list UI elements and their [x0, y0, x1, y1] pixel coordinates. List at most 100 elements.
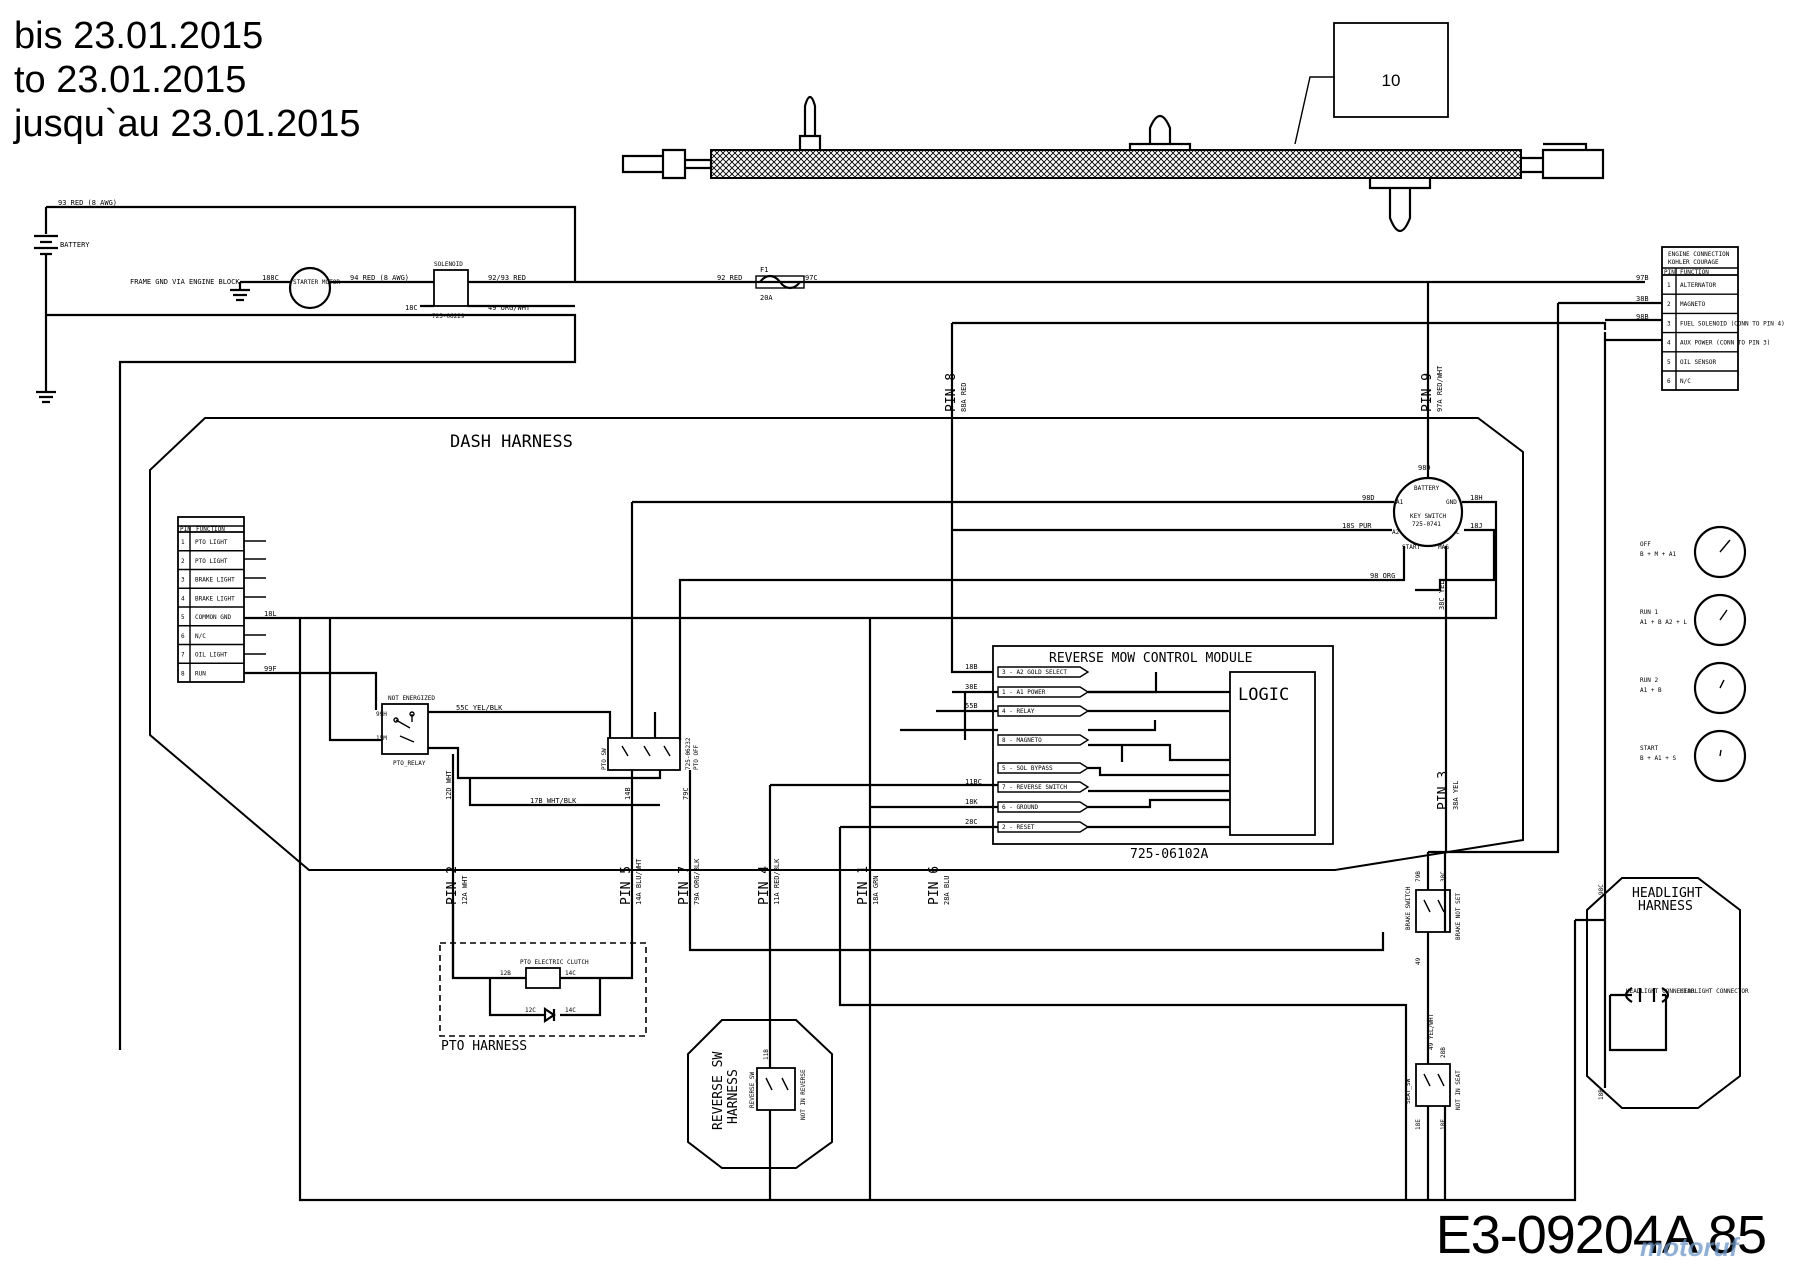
dash-row-function: OIL LIGHT	[195, 652, 228, 659]
wire-88a-label: 88A RED	[960, 382, 968, 412]
wire-97b-label: 97B	[1636, 274, 1649, 282]
wire-18e-label: 18E	[1415, 1119, 1422, 1130]
pto-clutch: PTO ELECTRIC CLUTCH 12B 14C	[500, 959, 589, 989]
wire-12d-label: 12D WHT	[445, 770, 453, 800]
wire-188c-label: 188C	[262, 274, 279, 282]
key-position-dial	[1693, 729, 1747, 783]
wire-18f-label: 18F	[1440, 1119, 1447, 1130]
engine-row-pin: 4	[1667, 340, 1671, 347]
wire-97c-label: 97C	[805, 274, 818, 282]
drawing-code: E3-09204A 85	[1435, 1205, 1767, 1265]
pin-4-label: PIN 4	[757, 866, 772, 905]
wire-38yel-label: 38C YEL	[1438, 580, 1446, 610]
key-position-pointer	[1719, 539, 1731, 553]
svg-text:MAG: MAG	[1438, 544, 1449, 551]
headlight-connectors: HEADLIGHT CONNECTOR HEADLIGHT CONNECTOR	[1608, 987, 1749, 1052]
key-position-name: RUN 2	[1640, 677, 1658, 684]
pin-9-label: PIN 9	[1420, 373, 1435, 412]
wire-18l-label: 18L	[264, 610, 277, 618]
svg-text:GND: GND	[1446, 499, 1457, 506]
engine-table-head-fn: FUNCTION	[1680, 269, 1709, 276]
dash-row-pin: 7	[181, 652, 185, 659]
module-pin-connector	[997, 821, 1090, 833]
key-switch: BATTERY KEY SWITCH 725-0741 A1 GND A2 L …	[1392, 464, 1464, 551]
svg-text:A2: A2	[1392, 529, 1400, 536]
wire-49b-label: 49	[1415, 957, 1422, 965]
reverse-harness-outline	[687, 1019, 833, 1169]
engine-row-function: AUX POWER (CONN TO PIN 3)	[1680, 340, 1770, 347]
fuse-label: F1	[760, 266, 768, 274]
frame-gnd-label: FRAME GND VIA ENGINE BLOCK	[130, 278, 240, 286]
dash-row-function: COMMON GND	[195, 614, 232, 621]
key-position-combo: A1 + B A2 + L	[1640, 619, 1687, 626]
pto-switch: PTO SW 725-06232 PTO OFF	[601, 737, 700, 771]
engine-row-pin: 1	[1667, 282, 1671, 289]
revision-date-fr: jusqu`au 23.01.2015	[14, 103, 361, 145]
wire-55c-label: 55C YEL/BLK	[456, 704, 503, 712]
wire-12a-label: 12A WHT	[461, 875, 469, 905]
wire-28b-label: 28B	[1440, 1047, 1447, 1058]
not-reverse-label: NOT IN REVERSE	[800, 1069, 807, 1120]
pin-7-label: PIN 7	[677, 866, 692, 905]
module-title: REVERSE MOW CONTROL MODULE	[1049, 651, 1253, 666]
wire-9293-label: 92/93 RED	[488, 274, 526, 282]
engine-row-pin: 2	[1667, 301, 1671, 308]
revision-date-de: bis 23.01.2015	[14, 15, 264, 57]
wire-18b2-label: 18B	[1598, 1089, 1605, 1100]
module-pin-connector	[997, 686, 1090, 698]
wire-98d-label: 98D	[1418, 464, 1431, 472]
not-seat-label: NOT IN SEAT	[1455, 1070, 1462, 1110]
engine-row-function: ALTERNATOR	[1680, 282, 1717, 289]
module-pin-label: 6 - GROUND	[1002, 804, 1039, 811]
dash-row-pin: 2	[181, 558, 185, 565]
key-position-pointer	[1719, 679, 1725, 689]
reverse-harness-label-a: REVERSE SW	[711, 1052, 726, 1130]
headlight-harness-label-a: HEADLIGHT	[1632, 886, 1703, 901]
wire-18c-label: 18C	[405, 304, 418, 312]
starter-motor-symbol	[288, 266, 332, 310]
key-switch-title: KEY SWITCH	[1410, 513, 1447, 520]
seat-switch: SEAT_SW NOT IN SEAT 49 YEL/WHT 28B 18E 1…	[1405, 1013, 1462, 1130]
module-pin-connector	[997, 762, 1090, 774]
pin-5-label: PIN 5	[619, 866, 634, 905]
key-position-combo: B + A1 + S	[1640, 755, 1677, 762]
module-pin-label: 5 - SOL BYPASS	[1002, 765, 1053, 772]
reverse-mow-control-module: REVERSE MOW CONTROL MODULE LOGIC 725-061…	[965, 645, 1334, 862]
pin-2-label: PIN 2	[445, 866, 460, 905]
key-position-combo: B + M + A1	[1640, 551, 1677, 558]
pto-harness-outline	[439, 942, 647, 1037]
solenoid-symbol	[433, 269, 469, 307]
engine-row-function: MAGNETO	[1680, 301, 1706, 308]
dash-row-function: BRAKE LIGHT	[195, 595, 235, 602]
wire-79a-label: 79A ORG/BLK	[693, 858, 701, 905]
clutch-label: PTO ELECTRIC CLUTCH	[520, 959, 589, 966]
dash-row-function: PTO LIGHT	[195, 539, 228, 546]
module-pin-label: 8 - MAGNETO	[1002, 737, 1042, 744]
module-pin-connector	[997, 801, 1090, 813]
reverse-switch-label: REVERSE_SW	[749, 1071, 756, 1108]
module-pin-label: 7 - REVERSE SWITCH	[1002, 784, 1067, 791]
wire-99h-label: 99H	[376, 711, 387, 718]
wire-38c-label: 38C	[1440, 871, 1447, 882]
key-position-name: START	[1640, 745, 1658, 752]
dash-row-pin: 8	[181, 670, 185, 677]
wire-92-label: 92 RED	[717, 274, 742, 282]
module-pin-label: 2 - RESET	[1002, 824, 1035, 831]
dash-table-head-fn: FUNCTION	[196, 526, 225, 533]
dash-row-function: N/C	[195, 633, 206, 640]
pin-8-label: PIN 8	[944, 373, 959, 412]
pto-off-label: PTO OFF	[693, 744, 700, 770]
module-pin-label: 1 - A1 POWER	[1002, 689, 1046, 696]
pto-switch-label: PTO SW	[601, 748, 608, 770]
wire-98c-label: 98C	[1598, 884, 1605, 895]
fuse-rating-label: 20A	[760, 294, 773, 302]
wire-28a-label: 28A BLU	[943, 875, 951, 905]
dash-row-pin: 3	[181, 577, 185, 584]
dash-row-function: BRAKE LIGHT	[195, 577, 235, 584]
key-position-pointer	[1719, 749, 1722, 757]
engine-row-function: OIL SENSOR	[1680, 359, 1717, 366]
svg-text:A1: A1	[1396, 499, 1404, 506]
module-pin-connector	[997, 666, 1090, 678]
wire-79b-label: 79B	[1415, 871, 1422, 882]
